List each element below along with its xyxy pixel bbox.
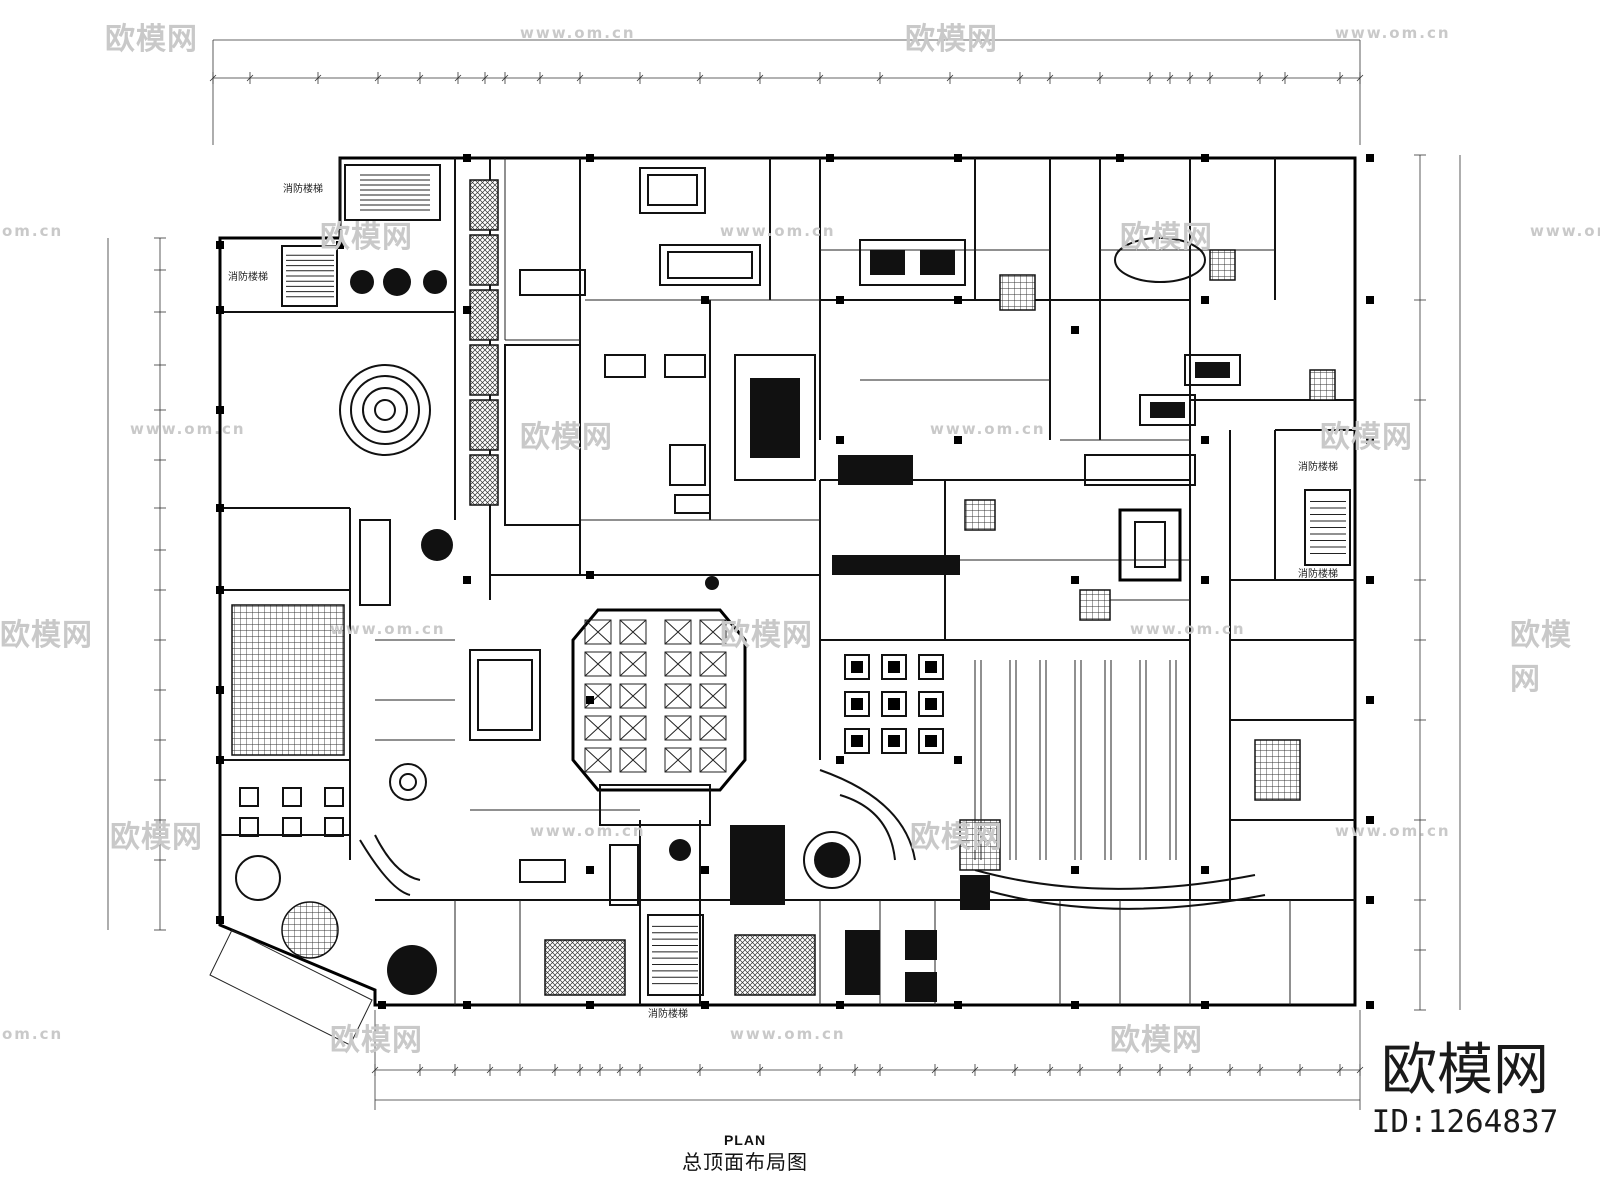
plan-title-chinese: 总顶面布局图 [682,1150,808,1174]
curved-corridor [359,769,1266,910]
room-label: 消防楼梯 [228,272,268,283]
watermark-url: www.om.cn [720,222,836,240]
watermark-logo: 欧模网 [1320,420,1413,455]
watermark-logo: 欧模网 [520,420,613,455]
watermark-logo: 欧模网 [1110,1023,1203,1058]
brand-stamp: 欧模网 ID:1264837 [1345,1040,1585,1142]
watermark-url: www.om.cn [330,620,446,638]
room-label: 消防楼梯 [648,1009,688,1020]
watermark-url: om.cn [2,222,64,240]
plan-title-english: PLAN [723,1132,767,1148]
watermark-logo: 欧模网 [110,820,203,855]
watermark-logo: 欧模网 [320,220,413,255]
watermark-logo: 欧模网 [105,22,198,57]
ceiling-features [231,167,1336,1002]
top-dimension-lines [209,39,1364,145]
hatched-panel-column [469,179,499,506]
watermark-url: www.om.cn [520,24,636,42]
brand-logo: 欧模网 [1381,1038,1549,1103]
stairs [281,164,1351,996]
watermark-logo: 欧模网 [0,618,93,653]
room-label: 消防楼梯 [1298,462,1338,473]
watermark-logo: 欧模网 [1120,220,1213,255]
room-label: 消防楼梯 [1298,569,1338,580]
watermark-logo: 欧模网 [720,618,813,653]
exterior-walls [209,156,1357,1046]
right-dimension-lines [1414,154,1461,1011]
watermark-url: www.om.cn [730,1025,846,1043]
watermark-logo: 欧模网 [905,22,998,57]
left-dimension-lines [107,237,166,931]
watermark-url: www.om.cn [530,822,646,840]
bottom-dimension-lines [371,1010,1364,1110]
interior-walls [220,158,1355,1005]
watermark-url: www.om.cn [930,420,1046,438]
room-label: 消防楼梯 [283,184,323,195]
model-id: ID:1264837 [1371,1104,1559,1140]
structural-columns [216,154,1374,1009]
watermark-logo: 欧模网 [910,820,1003,855]
watermark-logo: 欧模网 [330,1023,423,1058]
watermark-url: www.om.cn [1335,24,1451,42]
watermark-url: www.om.cn [130,420,246,438]
watermark-url: om.cn [2,1025,64,1043]
watermark-url: www.om.cn [1130,620,1246,638]
watermark-url: www.om.cn [1530,222,1600,240]
watermark-logo: 欧模网 [1510,618,1572,697]
watermark-url: www.om.cn [1335,822,1451,840]
plan-caption: PLAN 总顶面布局图 [640,1132,850,1175]
